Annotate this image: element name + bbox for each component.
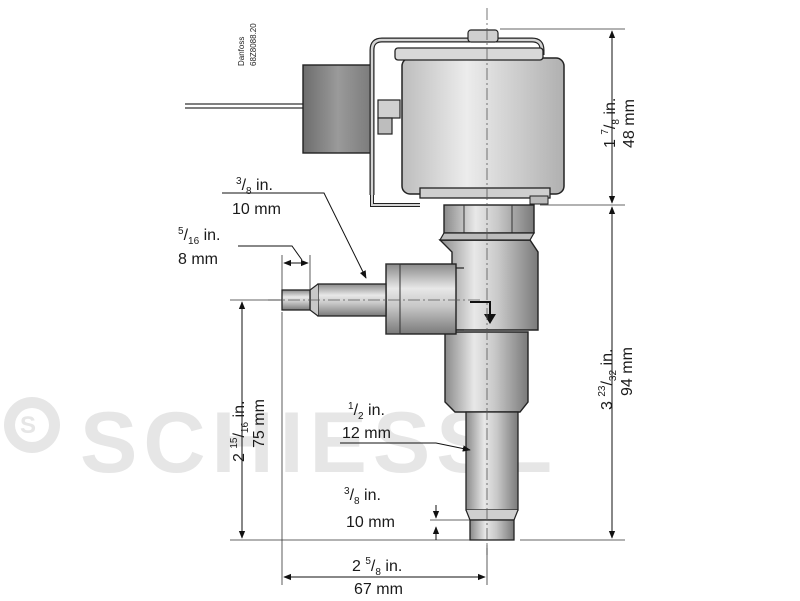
outlet-pipe — [465, 411, 519, 511]
outlet-hex — [444, 331, 529, 413]
brand-code: Danfoss 68Z8088.20 — [237, 23, 258, 66]
svg-text:1 7/8 in.: 1 7/8 in. — [600, 98, 622, 148]
svg-text:94 mm: 94 mm — [619, 347, 636, 396]
svg-text:8 mm: 8 mm — [178, 251, 218, 268]
top-nut — [467, 29, 499, 43]
inlet-flare-nut — [385, 263, 457, 335]
svg-text:12 mm: 12 mm — [342, 425, 391, 442]
svg-text:67 mm: 67 mm — [354, 581, 403, 598]
svg-text:48 mm: 48 mm — [621, 99, 638, 148]
svg-text:1/2 in.: 1/2 in. — [348, 401, 385, 422]
drawing-number: 68Z8088.20 — [249, 23, 258, 66]
flow-direction-icon — [470, 301, 491, 318]
cable — [185, 103, 305, 109]
svg-text:3/8 in.: 3/8 in. — [344, 486, 381, 507]
svg-text:10 mm: 10 mm — [346, 514, 395, 531]
solenoid-coil — [401, 57, 565, 195]
label-coil-height: 1 7/8 in. 48 mm — [600, 98, 638, 148]
label-width: 2 5/8 in. 67 mm — [352, 556, 403, 598]
label-outlet-pipe: 3/8 in. 10 mm — [344, 486, 395, 531]
svg-text:3/8 in.: 3/8 in. — [236, 176, 273, 197]
svg-text:2 5/8 in.: 2 5/8 in. — [352, 556, 402, 578]
label-body-height: 3 23/32 in. 94 mm — [597, 347, 636, 410]
svg-text:10 mm: 10 mm — [232, 201, 281, 218]
svg-text:5/16 in.: 5/16 in. — [178, 226, 221, 247]
brand-name: Danfoss — [237, 37, 246, 66]
label-inlet-height: 2 15/16 in. 75 mm — [229, 399, 268, 462]
label-inlet-pipe: 5/16 in. 8 mm — [178, 226, 221, 268]
label-outlet-outer: 1/2 in. 12 mm — [342, 401, 391, 442]
svg-text:S: S — [20, 412, 36, 439]
outlet-stub — [469, 519, 515, 541]
svg-text:2 15/16 in.: 2 15/16 in. — [229, 401, 251, 462]
terminal-box — [302, 64, 374, 154]
leader-outlet-outer — [340, 442, 471, 452]
svg-text:75 mm: 75 mm — [251, 399, 268, 448]
hex-nut — [443, 204, 535, 234]
leader-inlet-outer — [222, 192, 367, 279]
leader-inlet-pipe — [238, 245, 303, 261]
svg-text:3 23/32 in.: 3 23/32 in. — [597, 349, 619, 410]
label-inlet-outer: 3/8 in. 10 mm — [232, 176, 281, 218]
